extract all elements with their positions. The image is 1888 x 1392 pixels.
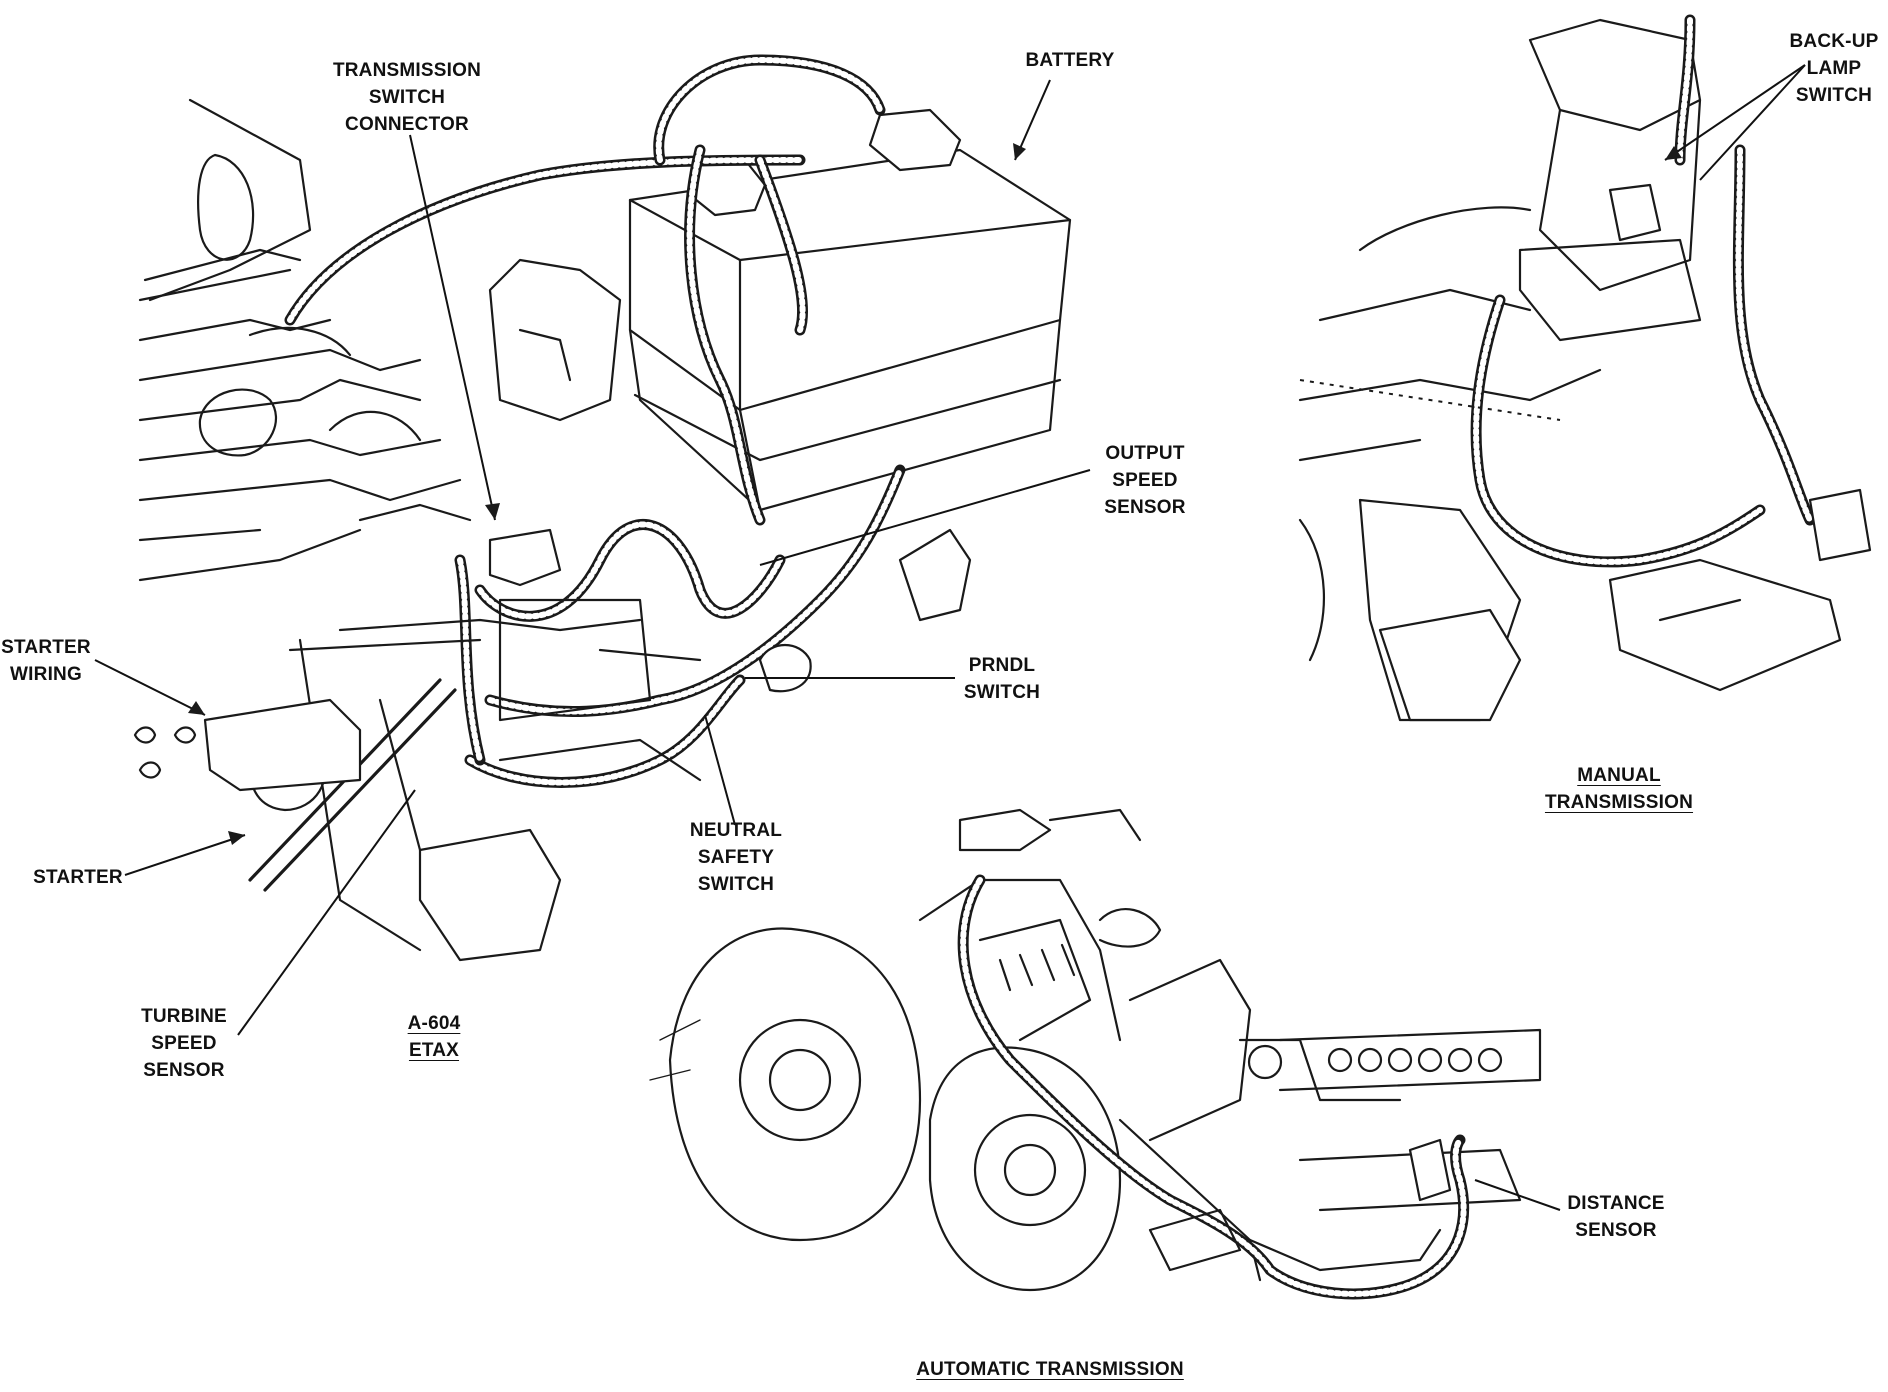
label-a604-etax: A-604 ETAX xyxy=(392,1010,476,1064)
wiring-harness-drawing xyxy=(248,54,972,892)
label-back-up-lamp-switch: BACK-UP LAMP SWITCH xyxy=(1782,28,1886,109)
label-line: SPEED xyxy=(1112,470,1178,491)
label-line: STARTER xyxy=(33,867,123,888)
label-line: A-604 xyxy=(407,1013,461,1034)
label-line: AUTOMATIC TRANSMISSION xyxy=(916,1359,1184,1380)
label-line: MANUAL xyxy=(1577,765,1661,786)
label-line: SENSOR xyxy=(1575,1220,1657,1241)
label-line: SWITCH xyxy=(1795,85,1873,106)
label-line: SPEED xyxy=(151,1033,217,1054)
label-prndl-switch: PRNDL SWITCH xyxy=(952,652,1052,706)
label-line: SWITCH xyxy=(368,87,446,108)
label-line: SWITCH xyxy=(963,682,1041,703)
label-line: TRANSMISSION xyxy=(332,60,482,81)
label-output-speed-sensor: OUTPUT SPEED SENSOR xyxy=(1090,440,1200,521)
transmission-housing-drawing xyxy=(133,598,702,962)
engine-block-drawing xyxy=(138,98,472,582)
label-line: BACK-UP xyxy=(1789,31,1879,52)
label-turbine-speed-sensor: TURBINE SPEED SENSOR xyxy=(126,1003,242,1084)
leader-lines xyxy=(94,64,1806,1211)
manual-transmission-drawing xyxy=(1298,14,1872,722)
label-line: PRNDL xyxy=(968,655,1036,676)
label-line: DISTANCE xyxy=(1567,1193,1665,1214)
label-manual-transmission: MANUAL TRANSMISSION xyxy=(1530,762,1708,816)
label-line: TURBINE xyxy=(141,1006,227,1027)
label-line: WIRING xyxy=(10,664,82,685)
label-battery: BATTERY xyxy=(1010,47,1130,74)
label-line: TRANSMISSION xyxy=(1544,792,1694,813)
label-starter: STARTER xyxy=(26,864,130,891)
label-line: ETAX xyxy=(408,1040,460,1061)
label-transmission-switch-connector: TRANSMISSION SWITCH CONNECTOR xyxy=(318,57,496,138)
automatic-transmission-drawing xyxy=(649,808,1542,1300)
label-line: BATTERY xyxy=(1025,50,1115,71)
label-neutral-safety-switch: NEUTRAL SAFETY SWITCH xyxy=(676,817,796,898)
label-line: STARTER xyxy=(1,637,91,658)
label-line: SENSOR xyxy=(1104,497,1186,518)
label-line: SENSOR xyxy=(143,1060,225,1081)
label-line: CONNECTOR xyxy=(345,114,469,135)
label-line: OUTPUT xyxy=(1105,443,1185,464)
label-line: NEUTRAL xyxy=(689,820,783,841)
label-automatic-transmission: AUTOMATIC TRANSMISSION xyxy=(890,1356,1210,1383)
label-distance-sensor: DISTANCE SENSOR xyxy=(1556,1190,1676,1244)
label-line: LAMP xyxy=(1806,58,1862,79)
label-line: SWITCH xyxy=(697,874,775,895)
label-starter-wiring: STARTER WIRING xyxy=(0,634,92,688)
label-line: SAFETY xyxy=(697,847,775,868)
